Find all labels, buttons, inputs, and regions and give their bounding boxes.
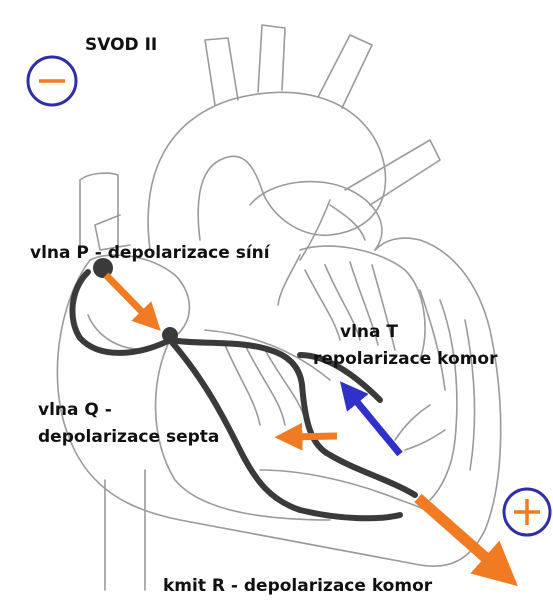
negative-electrode xyxy=(28,57,76,105)
t-wave-label-1: vlna T xyxy=(340,322,398,342)
r-wave-arrow xyxy=(418,498,503,573)
r-wave-label: kmit R - depolarizace komor xyxy=(163,576,432,596)
t-wave-arrow xyxy=(348,391,400,454)
q-wave-label-1: vlna Q - xyxy=(38,400,112,420)
t-wave-label-2: repolarizace komor xyxy=(313,349,497,369)
av-node xyxy=(162,327,178,343)
conduction-system xyxy=(72,272,415,518)
lead-label: SVOD II xyxy=(85,35,157,55)
q-wave-arrow xyxy=(287,436,337,437)
p-wave-label: vlna P - depolarizace síní xyxy=(30,243,270,263)
positive-electrode xyxy=(504,489,550,535)
q-wave-label-2: depolarizace septa xyxy=(38,427,219,447)
p-wave-arrow xyxy=(106,275,152,322)
